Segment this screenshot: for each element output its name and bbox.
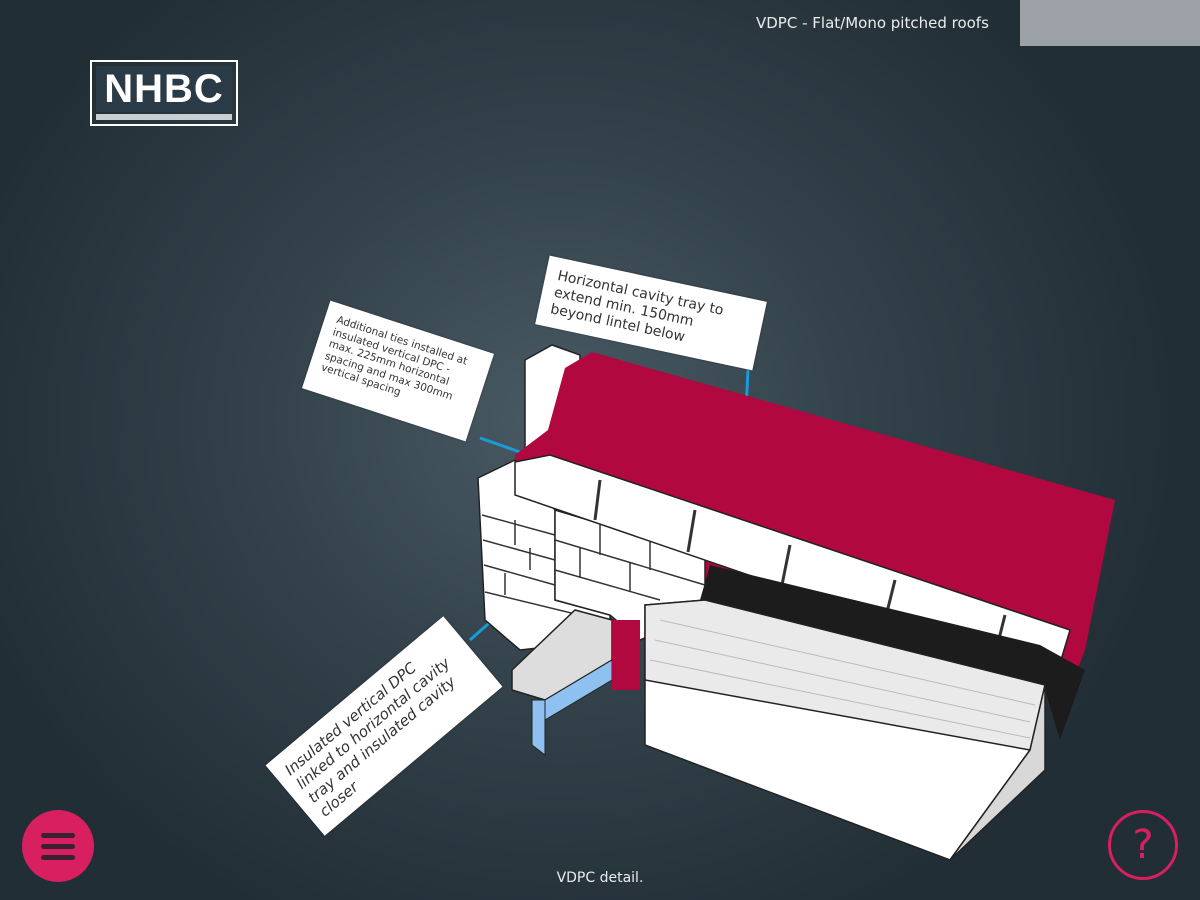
insulated-cavity-closer [700,565,1085,740]
leader-line-ties [479,436,521,454]
window-glazing [531,699,546,757]
top-right-panel [1020,0,1200,46]
page-title: VDPC - Flat/Mono pitched roofs [756,14,989,32]
caption: VDPC detail. [556,870,644,886]
hamburger-menu-icon [41,832,75,838]
nhbc-logo: NHBC [90,60,238,126]
menu-button[interactable] [22,810,94,882]
logo-text: NHBC [96,66,232,112]
help-button[interactable]: ? [1108,810,1178,880]
